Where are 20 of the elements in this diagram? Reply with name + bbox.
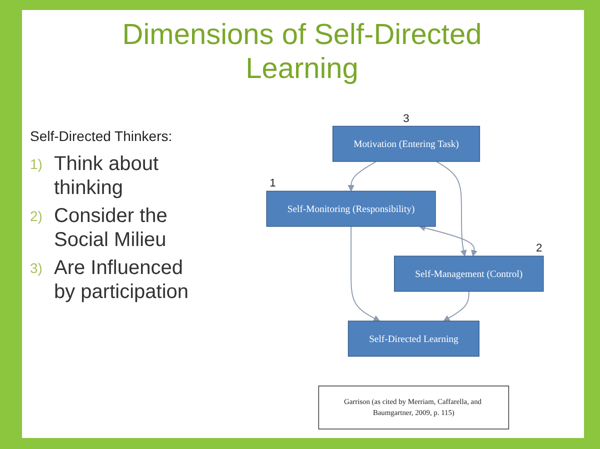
list-item-text: Think about thinking — [54, 152, 160, 200]
list-heading: Self-Directed Thinkers: — [30, 128, 174, 144]
process-box: Motivation (Entering Task) — [332, 126, 480, 162]
list-number: 2) — [30, 207, 44, 226]
process-box: Self-Management (Control) — [394, 256, 544, 292]
step-number: 2 — [536, 242, 542, 255]
arrow — [443, 290, 470, 322]
list-item-text: Consider the Social Milieu — [54, 204, 168, 252]
list-number: 3) — [30, 259, 44, 278]
step-number: 1 — [270, 178, 276, 190]
process-box: Self-Directed Learning — [348, 320, 480, 357]
list-number: 1) — [30, 155, 44, 174]
arrow — [436, 160, 467, 256]
arrow — [350, 226, 380, 322]
arrow — [348, 160, 377, 192]
step-number: 3 — [403, 112, 410, 125]
process-box: Self-Monitoring (Responsibility) — [266, 190, 436, 227]
slide-title: Dimensions of Self-Directed Learning — [121, 18, 483, 86]
arrow — [419, 224, 478, 256]
list-item-text: Are Influenced by participation — [54, 256, 190, 304]
